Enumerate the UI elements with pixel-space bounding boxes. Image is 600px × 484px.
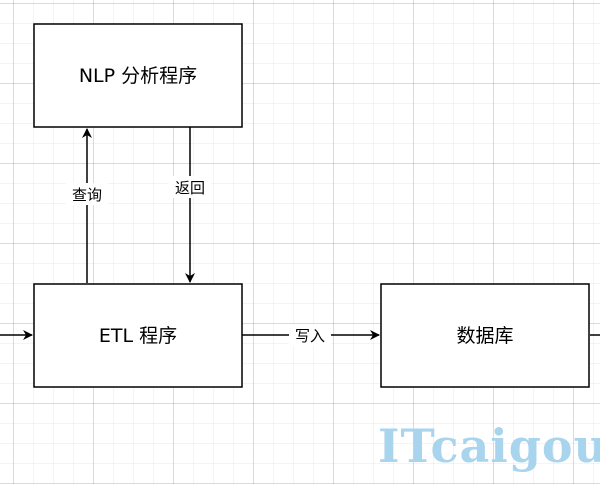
etl-node[interactable]: ETL 程序	[33, 283, 243, 388]
write-label: 写入	[295, 327, 325, 345]
db-node[interactable]: 数据库	[380, 283, 590, 388]
return-label-bg	[169, 176, 211, 198]
db-node-label: 数据库	[456, 325, 513, 347]
query-label-bg	[66, 183, 108, 205]
nlp-node[interactable]: NLP 分析程序	[33, 23, 243, 128]
return-label: 返回	[175, 179, 205, 197]
etl-node-label: ETL 程序	[99, 325, 177, 347]
write-label-bg	[289, 324, 331, 346]
nlp-node-label: NLP 分析程序	[79, 65, 197, 87]
query-label: 查询	[72, 186, 102, 204]
watermark-logo: ITcaigou	[378, 419, 600, 473]
